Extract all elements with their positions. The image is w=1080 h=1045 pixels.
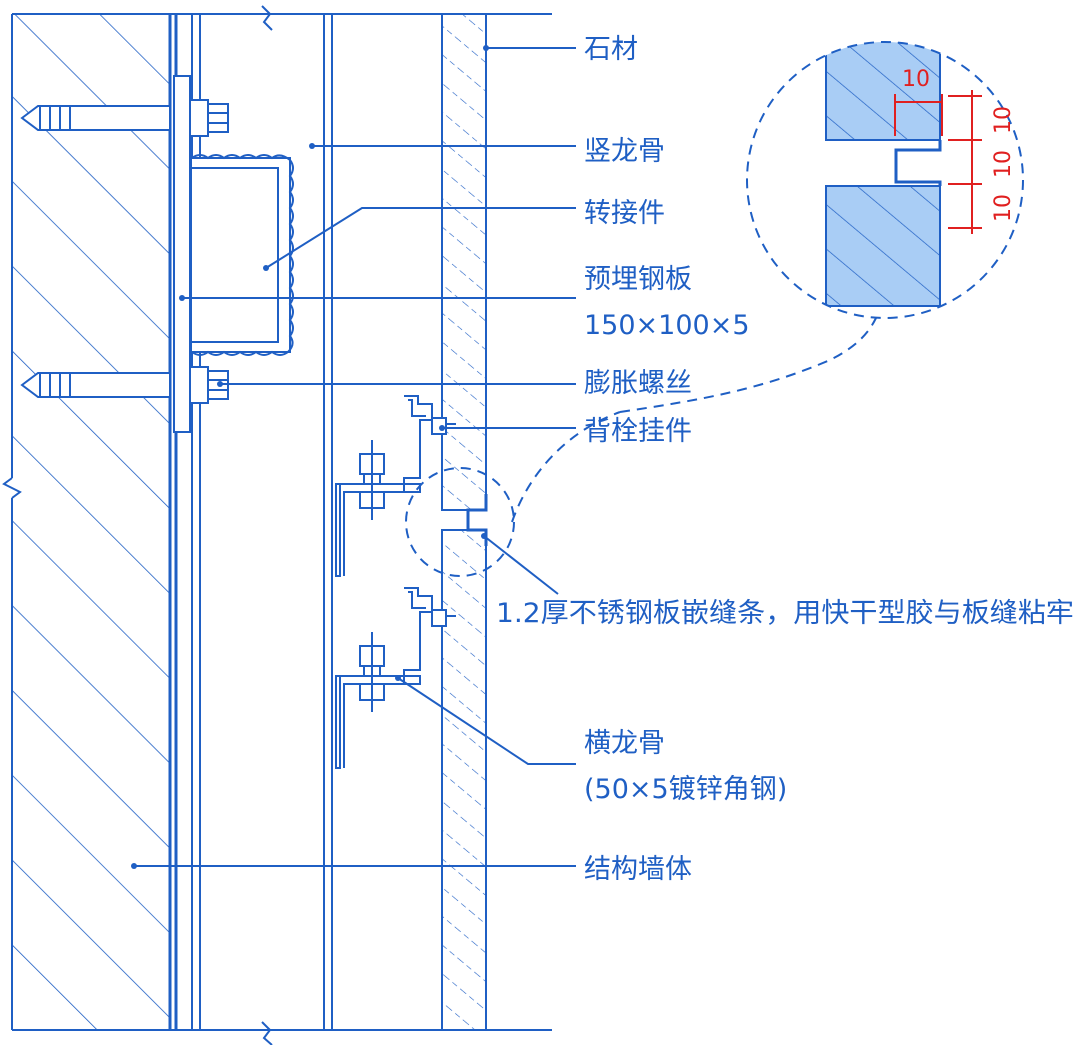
adapter-bracket [191, 154, 294, 356]
label-structural-wall: 结构墙体 [584, 854, 692, 885]
joint-detail-enlarged [746, 41, 1024, 319]
detail-callout-leader-2 [619, 317, 877, 413]
label-joint-strip: 1.2厚不锈钢板嵌缝条，用快干型胶与板缝粘牢 [496, 598, 1074, 629]
stone-panel-upper [441, 13, 487, 511]
label-back-anchor: 背栓挂件 [584, 416, 692, 447]
label-vertical-keel: 竖龙骨 [584, 136, 665, 167]
horizontal-keel-lower [335, 632, 421, 769]
label-adapter: 转接件 [584, 198, 665, 229]
back-anchor-upper [403, 395, 456, 492]
detail-callout-circle [405, 467, 515, 577]
break-mark-top-icon [261, 5, 273, 31]
embedded-plate [173, 75, 191, 433]
label-horizontal-keel: 横龙骨 [584, 728, 665, 759]
horizontal-keel-upper [335, 440, 421, 577]
break-mark-bottom-icon [261, 1021, 273, 1045]
detail-width-label: 10 [902, 67, 930, 92]
detail-height-label-1: 10 [991, 106, 1016, 134]
detail-callout-leader [511, 411, 621, 523]
detail-height-label-3: 10 [991, 194, 1016, 222]
stone-panel-lower [441, 529, 487, 1031]
expansion-bolt-bottom [20, 366, 229, 404]
structural-wall [2, 5, 552, 1045]
detail-height-label-2: 10 [991, 150, 1016, 178]
expansion-bolt-top [20, 99, 229, 137]
leader-lines [131, 45, 576, 869]
label-expansion-bolt: 膨胀螺丝 [584, 368, 692, 399]
joint-strip [466, 494, 488, 546]
label-horizontal-keel-spec: (50×5镀锌角钢) [584, 774, 787, 805]
back-anchor-lower [403, 587, 456, 684]
label-stone: 石材 [584, 34, 638, 65]
label-embedded-plate: 预埋钢板 [584, 264, 692, 295]
label-embedded-plate-spec: 150×100×5 [584, 310, 750, 341]
